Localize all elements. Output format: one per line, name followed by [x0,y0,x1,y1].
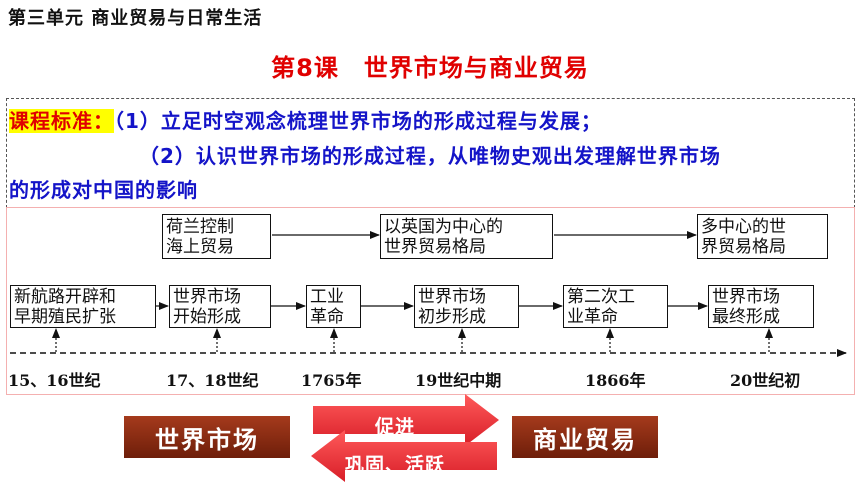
timeline-label: 1765年 [301,371,362,390]
concept-label: 商业贸易 [533,425,637,454]
box-line: 早期殖民扩张 [14,306,116,327]
multi-center-trade-box: 多中心的世 界贸易格局 [697,214,828,259]
promote-label: 促进 [375,416,416,438]
consolidate-label: 巩固、活跃 [345,454,446,476]
standard-label: 课程标准： [9,109,114,133]
stage-box-market-begins: 世界市场 开始形成 [169,285,271,328]
box-line: 界贸易格局 [701,236,786,257]
world-market-concept: 世界市场 [124,416,290,458]
box-line: 最终形成 [712,306,780,327]
box-line: 多中心的世 [701,216,786,237]
box-line: 开始形成 [173,306,241,327]
box-line: 初步形成 [418,306,486,327]
standard-line-1: 课程标准：（1）立足时空观念梳理世界市场的形成过程与发展； [9,105,602,134]
consolidate-arrow [311,430,497,482]
timeline-label: 15、16世纪 [8,371,101,390]
box-line: 世界市场 [712,286,780,307]
stage-box-industrial-revolution: 工业 革命 [306,285,361,328]
mutual-relation-arrows [311,394,499,482]
timeline-label: 17、18世纪 [166,371,259,390]
dutch-sea-trade-box: 荷兰控制 海上贸易 [162,214,271,259]
promote-arrow [313,394,499,446]
stage-box-second-industrial-revolution: 第二次工 业革命 [563,285,668,328]
box-line: 世界市场 [418,286,486,307]
box-line: 工业 [310,286,344,307]
box-line: 新航路开辟和 [14,286,116,307]
standard-item-2-continued: 的形成对中国的影响 [9,178,198,202]
box-line: 世界贸易格局 [384,236,486,257]
box-line: 海上贸易 [166,236,234,257]
timeline-label: 19世纪中期 [415,371,502,390]
development-diagram [6,207,855,395]
box-line: 世界市场 [173,286,241,307]
stage-box-exploration: 新航路开辟和 早期殖民扩张 [10,285,156,328]
box-line: 业革命 [567,306,618,327]
box-line: 第二次工 [567,286,635,307]
timeline-label: 20世纪初 [730,371,801,390]
stage-box-market-initial: 世界市场 初步形成 [414,285,519,328]
box-line: 以英国为中心的 [384,216,503,237]
lesson-title: 第8课 世界市场与商业贸易 [271,54,589,82]
britain-centered-trade-box: 以英国为中心的 世界贸易格局 [380,214,553,259]
box-line: 革命 [310,306,344,327]
unit-heading: 第三单元 商业贸易与日常生活 [8,8,263,29]
concept-label: 世界市场 [155,425,259,454]
standard-item-2: （2）认识世界市场的形成过程，从唯物史观出发理解世界市场 [139,144,721,168]
stage-box-market-final: 世界市场 最终形成 [708,285,814,328]
timeline-label: 1866年 [585,371,646,390]
commerce-trade-concept: 商业贸易 [512,416,658,458]
standard-item-1: （1）立足时空观念梳理世界市场的形成过程与发展； [114,109,602,133]
box-line: 荷兰控制 [166,216,234,237]
